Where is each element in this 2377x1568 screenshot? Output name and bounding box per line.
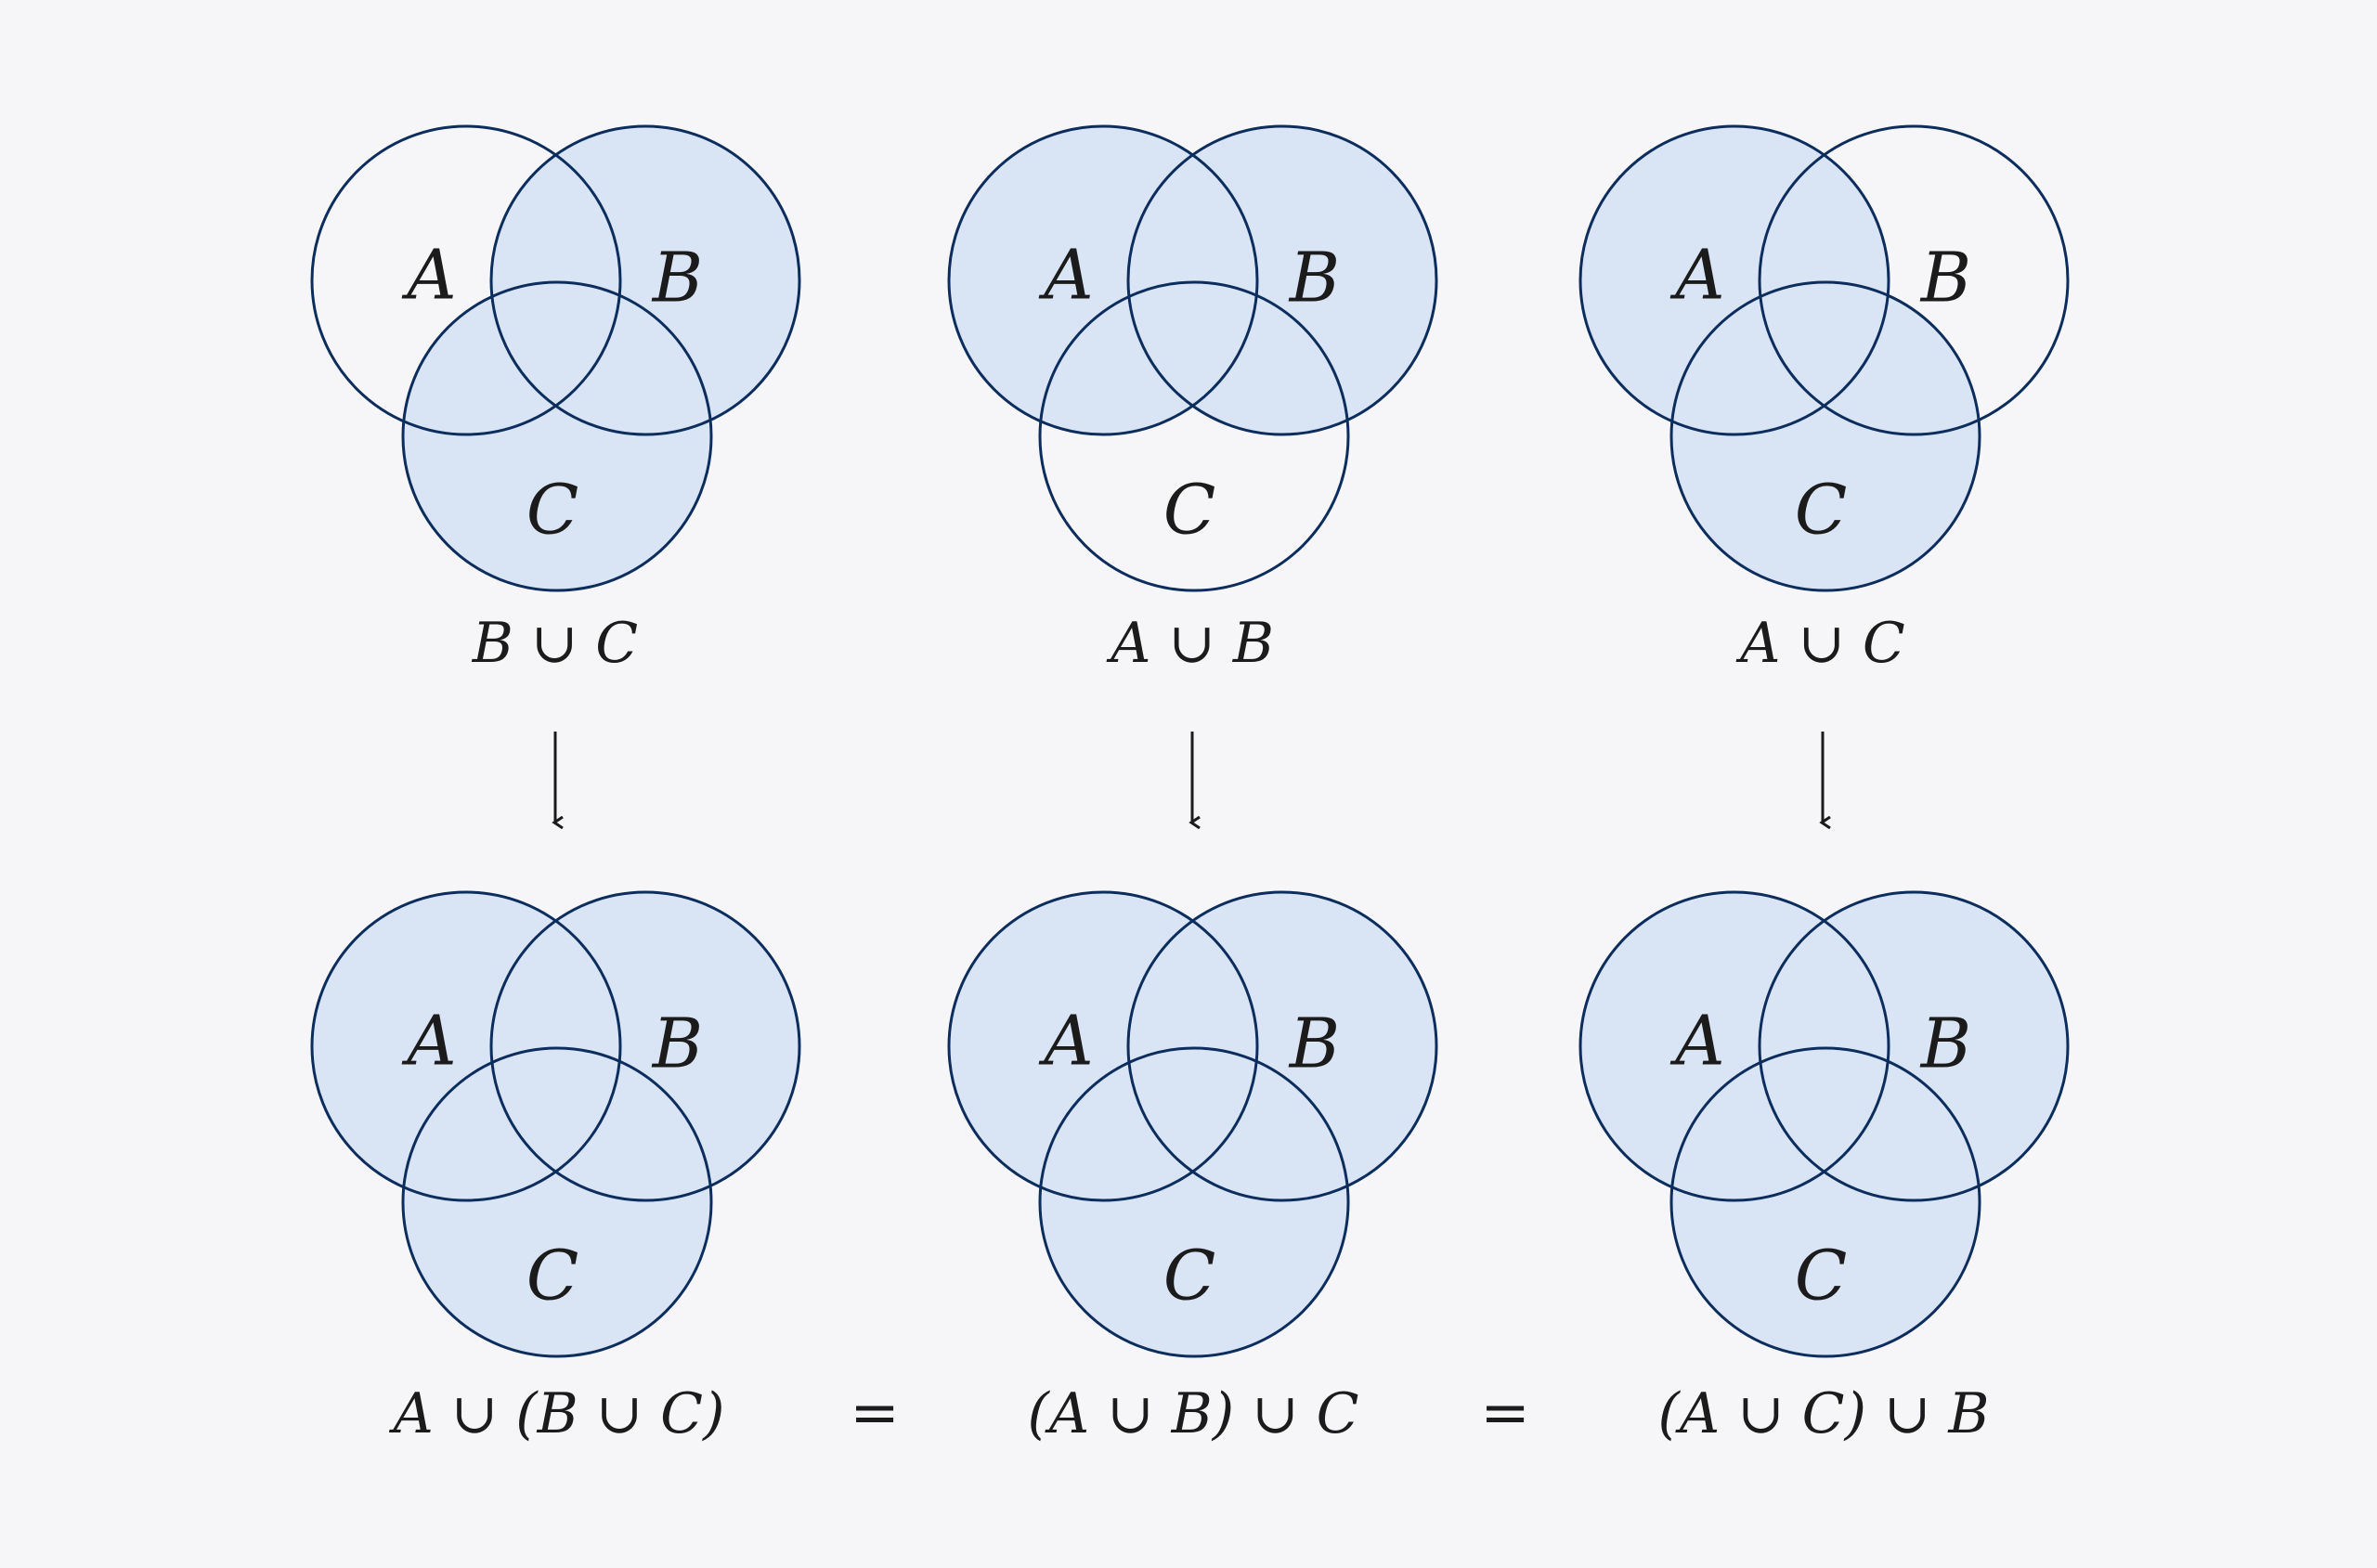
set-label-a: A <box>1038 235 1093 315</box>
venn-circle-b <box>1758 124 2070 436</box>
venn-circle-b <box>489 890 801 1202</box>
venn-circle-c <box>1669 280 1981 592</box>
venn-circle-a <box>310 890 622 1202</box>
set-label-a: A <box>401 235 456 315</box>
venn-fill-c <box>1671 282 1980 590</box>
venn-circle-c <box>401 1046 713 1358</box>
set-label-b: B <box>1288 1004 1340 1083</box>
venn-diagram-top-3: A B C <box>1578 124 2070 592</box>
set-label-b: B <box>1288 238 1340 317</box>
venn-circle-b <box>1126 890 1438 1202</box>
venn-circle-c <box>1038 1046 1350 1358</box>
equals-sign-1: = <box>850 1379 900 1447</box>
venn-fill-c <box>1671 1048 1980 1356</box>
set-label-c: C <box>1795 1236 1848 1315</box>
venn-circle-a <box>947 124 1259 436</box>
set-label-b: B <box>1919 1004 1971 1083</box>
caption-bottom-3: (A ∪ C) ∪ B <box>1658 1381 1990 1446</box>
venn-circle-b <box>489 124 801 436</box>
venn-circle-b <box>1126 124 1438 436</box>
caption-bottom-1: A ∪ (B ∪ C) <box>389 1381 725 1446</box>
set-label-c: C <box>1795 470 1848 550</box>
caption-top-3: A ∪ C <box>1735 611 1905 676</box>
set-label-a: A <box>1669 1001 1724 1081</box>
venn-fill-c <box>1040 1048 1348 1356</box>
venn-circle-a <box>947 890 1259 1202</box>
set-label-a: A <box>401 1001 456 1081</box>
set-label-b: B <box>1919 238 1971 317</box>
venn-circle-a <box>1578 124 1890 436</box>
set-label-c: C <box>526 470 579 550</box>
venn-diagram-bottom-1: A B C <box>310 890 801 1358</box>
equals-sign-2: = <box>1480 1379 1530 1447</box>
set-label-b: B <box>651 1004 703 1083</box>
venn-fill-b <box>1128 126 1436 434</box>
venn-diagram-bottom-3: A B C <box>1578 890 2070 1358</box>
set-label-c: C <box>1163 1236 1216 1315</box>
venn-circle-c <box>1038 280 1350 592</box>
venn-circle-b <box>1758 890 2070 1202</box>
venn-circle-c <box>1669 1046 1981 1358</box>
set-label-c: C <box>526 1236 579 1315</box>
venn-circle-c <box>401 280 713 592</box>
venn-fill-c <box>403 1048 711 1356</box>
venn-diagram-bottom-2: A B C <box>947 890 1438 1358</box>
set-label-a: A <box>1038 1001 1093 1081</box>
set-label-c: C <box>1163 470 1216 550</box>
caption-bottom-2: (A ∪ B) ∪ C <box>1028 1381 1359 1446</box>
venn-diagram-top-1: A B C <box>310 124 801 592</box>
set-label-a: A <box>1669 235 1724 315</box>
caption-top-1: B ∪ C <box>472 611 638 676</box>
venn-fill-c <box>403 282 711 590</box>
venn-circle-a <box>310 124 622 436</box>
venn-circle-a <box>1578 890 1890 1202</box>
set-label-b: B <box>651 238 703 317</box>
caption-top-2: A ∪ B <box>1106 611 1274 676</box>
venn-diagram-top-2: A B C <box>947 124 1438 592</box>
